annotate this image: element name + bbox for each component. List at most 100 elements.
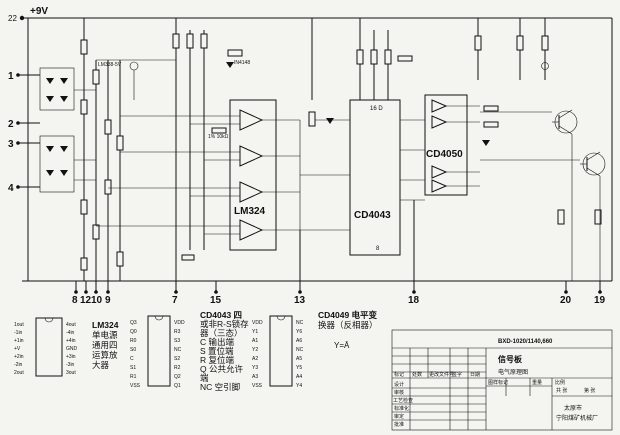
svg-text:A4: A4 bbox=[296, 374, 302, 380]
svg-text:-1in: -1in bbox=[14, 330, 23, 336]
svg-text:A3: A3 bbox=[252, 374, 258, 380]
svg-text:器（三态）: 器（三态） bbox=[200, 328, 243, 338]
svg-text:重量: 重量 bbox=[532, 379, 542, 386]
terminal-15: 15 bbox=[210, 281, 222, 306]
svg-text:-2in: -2in bbox=[14, 362, 23, 368]
supply-node-label: 22 bbox=[8, 14, 17, 23]
svg-text:换器（反相器）: 换器（反相器） bbox=[318, 320, 378, 330]
svg-text:19: 19 bbox=[594, 295, 606, 306]
svg-text:Y3: Y3 bbox=[252, 365, 258, 371]
svg-text:10: 10 bbox=[91, 295, 103, 306]
terminal-9: 9 bbox=[105, 281, 111, 306]
svg-text:2out: 2out bbox=[14, 370, 24, 376]
svg-text:CD4043 四: CD4043 四 bbox=[200, 310, 242, 320]
cd4043-chip bbox=[349, 99, 401, 256]
svg-text:大器: 大器 bbox=[92, 360, 110, 370]
svg-text:+3in: +3in bbox=[66, 354, 76, 360]
svg-text:共 张: 共 张 bbox=[556, 387, 567, 394]
terminal-19: 19 bbox=[594, 281, 606, 306]
terminal-12: 12 bbox=[80, 281, 92, 306]
svg-text:IN4148: IN4148 bbox=[234, 60, 250, 66]
svg-text:-4in: -4in bbox=[66, 330, 75, 336]
svg-text:1out: 1out bbox=[14, 322, 24, 328]
svg-text:NC: NC bbox=[174, 347, 182, 353]
cd4043-vdd-label: 16 D bbox=[370, 106, 383, 112]
svg-text:Y1: Y1 bbox=[252, 329, 258, 335]
svg-text:比例: 比例 bbox=[555, 379, 565, 386]
svg-text:3: 3 bbox=[8, 139, 14, 150]
svg-text:Q1: Q1 bbox=[174, 383, 181, 389]
drawing-type: 电气原理图 bbox=[498, 368, 528, 376]
svg-text:NC: NC bbox=[296, 347, 304, 353]
svg-text:第 张: 第 张 bbox=[584, 387, 595, 394]
svg-text:8: 8 bbox=[72, 295, 78, 306]
svg-text:Y2: Y2 bbox=[252, 347, 258, 353]
svg-text:VSS: VSS bbox=[252, 383, 263, 389]
terminal-7: 7 bbox=[172, 281, 178, 306]
svg-text:A6: A6 bbox=[296, 338, 302, 344]
svg-text:A1: A1 bbox=[252, 338, 258, 344]
terminal-4: 4 bbox=[8, 183, 40, 194]
terminal-2: 2 bbox=[8, 119, 40, 130]
svg-text:S2: S2 bbox=[174, 356, 180, 362]
svg-text:3out: 3out bbox=[66, 370, 76, 376]
terminal-18: 18 bbox=[408, 200, 420, 306]
lm324-chip bbox=[229, 99, 277, 251]
svg-text:4: 4 bbox=[8, 183, 14, 194]
svg-text:R2: R2 bbox=[174, 365, 181, 371]
svg-text:审定: 审定 bbox=[394, 413, 404, 420]
svg-text:R1: R1 bbox=[130, 374, 137, 380]
terminal-13: 13 bbox=[294, 230, 306, 306]
cd4050-section: CD4050 bbox=[424, 18, 499, 196]
lm324-section: IN4148 LM324 1% 10kΩ bbox=[96, 18, 300, 281]
svg-text:VDD: VDD bbox=[252, 320, 263, 326]
svg-text:R3: R3 bbox=[174, 329, 181, 335]
org-name: 宁阳煤矿机械厂 bbox=[556, 414, 598, 422]
svg-text:2: 2 bbox=[8, 119, 14, 130]
svg-text:处数: 处数 bbox=[412, 371, 422, 378]
svg-text:Y=Ā: Y=Ā bbox=[334, 341, 350, 350]
svg-text:标准化: 标准化 bbox=[394, 405, 409, 412]
svg-text:CD4049 电平变: CD4049 电平变 bbox=[318, 310, 378, 320]
svg-text:NC 空引脚: NC 空引脚 bbox=[200, 382, 240, 392]
cd4050-chip bbox=[424, 94, 468, 196]
output-stages bbox=[480, 18, 606, 281]
svg-text:日期: 日期 bbox=[470, 372, 480, 378]
svg-text:Y4: Y4 bbox=[296, 383, 302, 389]
svg-text:Q2: Q2 bbox=[174, 374, 181, 380]
svg-text:20: 20 bbox=[560, 295, 572, 306]
svg-text:单电源: 单电源 bbox=[92, 330, 118, 340]
terminal-20: 20 bbox=[560, 281, 572, 306]
terminal-10: 10 bbox=[91, 281, 103, 306]
svg-text:签字: 签字 bbox=[452, 371, 462, 378]
terminal-1: 1 bbox=[8, 71, 40, 82]
cd4050-label: CD4050 bbox=[426, 149, 463, 160]
svg-text:S0: S0 bbox=[130, 347, 136, 353]
svg-text:S3: S3 bbox=[174, 338, 180, 344]
input-terminals: 1 2 3 4 bbox=[8, 71, 40, 194]
svg-text:R0: R0 bbox=[130, 338, 137, 344]
cd4043-pinout-legend: Q3 Q0 R0 S0 C S1 R1 VSS VDD R3 S3 NC S2 … bbox=[130, 310, 249, 392]
cd4049-pinout-legend: VDD Y1 A1 Y2 A2 Y3 A3 VSS NC Y6 A6 NC A5… bbox=[252, 310, 378, 389]
lm324-pinout-legend: 1out -1in +1in +V +2in -2in 2out 4out -4… bbox=[14, 317, 119, 377]
svg-text:1% 10kΩ: 1% 10kΩ bbox=[208, 134, 229, 140]
svg-text:审核: 审核 bbox=[394, 389, 404, 396]
svg-text:工艺检查: 工艺检查 bbox=[393, 397, 413, 404]
svg-text:通用四: 通用四 bbox=[92, 340, 118, 350]
bottom-terminals: 8 12 10 9 7 15 13 18 20 19 bbox=[72, 200, 606, 306]
svg-text:C: C bbox=[130, 356, 134, 362]
svg-text:更改文件号: 更改文件号 bbox=[429, 371, 454, 378]
svg-text:Q 公共允许: Q 公共允许 bbox=[200, 364, 243, 374]
svg-text:8: 8 bbox=[376, 246, 380, 252]
preset-resistor-column: LM338-5V bbox=[80, 18, 176, 281]
svg-text:+4in: +4in bbox=[66, 338, 76, 344]
svg-text:GND: GND bbox=[66, 346, 78, 352]
svg-text:1: 1 bbox=[8, 71, 14, 82]
cd4043-section: 16 D CD4043 8 bbox=[349, 18, 425, 256]
bus-lines bbox=[299, 18, 350, 231]
svg-text:LM324: LM324 bbox=[92, 320, 119, 330]
svg-text:+V: +V bbox=[14, 346, 21, 352]
svg-text:18: 18 bbox=[408, 295, 420, 306]
svg-text:Y6: Y6 bbox=[296, 329, 302, 335]
svg-text:图样标记: 图样标记 bbox=[488, 379, 508, 386]
